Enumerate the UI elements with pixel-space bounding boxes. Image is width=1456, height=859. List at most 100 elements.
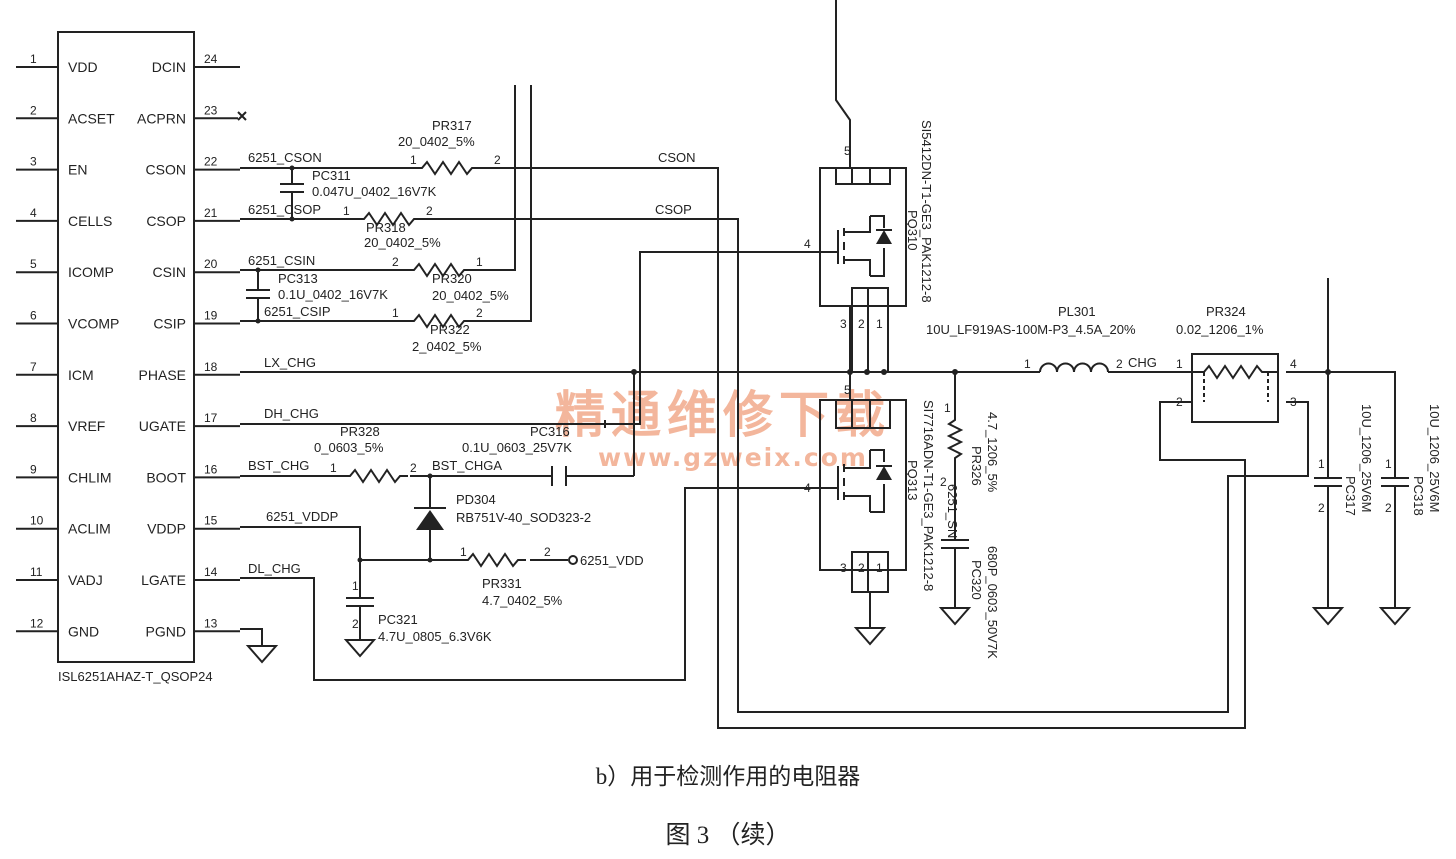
pr322-ref: PR322 xyxy=(430,322,470,337)
ic-pin-name: CSIN xyxy=(153,264,186,280)
output-capacitors: 12 12 PC317 10U_1206_25V6M PC318 10U_120… xyxy=(1314,278,1442,608)
lgate-net: DL_CHG xyxy=(240,487,820,681)
ic-pin-number: 15 xyxy=(204,514,218,528)
ic-pin-number: 13 xyxy=(204,616,218,630)
net-6251-csip: 6251_CSIP xyxy=(264,304,331,319)
svg-text:4: 4 xyxy=(804,481,811,495)
ic-pin-number: 16 xyxy=(204,462,218,476)
ic-pin-name: CSIP xyxy=(153,316,186,332)
svg-text:2: 2 xyxy=(426,204,433,218)
ic-pin-number: 4 xyxy=(30,206,37,220)
ic-pin-number: 1 xyxy=(30,52,37,66)
svg-text:2: 2 xyxy=(858,317,865,331)
ic-pin-number: 11 xyxy=(30,565,43,579)
ground-symbol xyxy=(853,627,887,646)
ic-isl6251: ISL6251AHAZ-T_QSOP24 xyxy=(57,31,213,684)
ic-pin-name: VDD xyxy=(68,59,98,75)
ic-pin-number: 12 xyxy=(30,616,44,630)
ic-pin-name: CSOP xyxy=(146,213,186,229)
pc313-ref: PC313 xyxy=(278,271,318,286)
svg-text:1: 1 xyxy=(392,306,399,320)
svg-text:1: 1 xyxy=(460,545,467,559)
svg-text:3: 3 xyxy=(840,561,847,575)
svg-text:2: 2 xyxy=(1318,501,1325,515)
svg-text:2: 2 xyxy=(1116,357,1123,371)
net-chg: CHG xyxy=(1128,355,1157,370)
ic-pin-name: ACSET xyxy=(68,110,115,126)
ic-pin-number: 24 xyxy=(204,52,218,66)
net-6251-vdd: 6251_VDD xyxy=(580,553,644,568)
svg-text:2: 2 xyxy=(352,617,359,631)
svg-text:3: 3 xyxy=(1290,395,1297,409)
svg-text:3: 3 xyxy=(840,317,847,331)
net-dl-chg: DL_CHG xyxy=(248,561,301,576)
ic-pin-name: VCOMP xyxy=(68,316,119,332)
ic-pin-name: UGATE xyxy=(139,418,186,434)
svg-text:1: 1 xyxy=(410,153,417,167)
ic-part-number: ISL6251AHAZ-T_QSOP24 xyxy=(58,669,213,684)
svg-text:2: 2 xyxy=(494,153,501,167)
svg-text:5: 5 xyxy=(844,383,851,397)
svg-text:2: 2 xyxy=(858,561,865,575)
pr324-ref: PR324 xyxy=(1206,304,1246,319)
svg-text:1: 1 xyxy=(876,317,883,331)
pr328-ref: PR328 xyxy=(340,424,380,439)
ic-pin-number: 17 xyxy=(204,411,218,425)
ic-pin-name: LGATE xyxy=(141,572,186,588)
net-bst-chg: BST_CHG xyxy=(248,458,309,473)
pl301-val: 10U_LF919AS-100M-P3_4.5A_20% xyxy=(926,322,1136,337)
pr331-ref: PR331 xyxy=(482,576,522,591)
ic-pin-name: CSON xyxy=(146,162,186,178)
svg-text:1: 1 xyxy=(944,401,951,415)
subfigure-caption: b）用于检测作用的电阻器 xyxy=(595,764,861,789)
pgnd-wire xyxy=(240,628,263,646)
net-6251-vddp: 6251_VDDP xyxy=(266,509,338,524)
svg-text:4: 4 xyxy=(804,237,811,251)
ic-pin-number: 2 xyxy=(30,103,37,117)
svg-text:1: 1 xyxy=(1318,457,1325,471)
svg-text:1: 1 xyxy=(352,579,359,593)
ic-pin-name: ICM xyxy=(68,367,94,383)
pr326-ref: PR326 xyxy=(969,446,984,486)
ic-pin-name: GND xyxy=(68,623,99,639)
ic-pin-name: CELLS xyxy=(68,213,112,229)
svg-text:2: 2 xyxy=(392,255,399,269)
svg-text:1: 1 xyxy=(876,561,883,575)
pc313-val: 0.1U_0402_16V7K xyxy=(278,287,388,302)
ic-pin-number: 3 xyxy=(30,155,37,169)
pc320-ref: PC320 xyxy=(969,560,984,600)
ic-pin-name: ICOMP xyxy=(68,264,114,280)
pq310-ref: PQ310 xyxy=(905,210,920,250)
ic-pin-name: ACPRN xyxy=(137,110,186,126)
ic-pin-number: 7 xyxy=(30,360,37,374)
svg-text:1: 1 xyxy=(476,255,483,269)
ic-pin-number: 18 xyxy=(204,360,218,374)
ic-pin-number: 23 xyxy=(204,103,218,117)
ic-pin-name: VDDP xyxy=(147,521,186,537)
ic-pin-number: 9 xyxy=(30,462,37,476)
pr326-val: 4.7_1206_5% xyxy=(985,412,1000,493)
net-6251-sn: 6251_SN xyxy=(945,484,960,538)
ic-pin-name: PHASE xyxy=(139,367,186,383)
pc311-val: 0.047U_0402_16V7K xyxy=(312,184,437,199)
svg-text:2: 2 xyxy=(1176,395,1183,409)
ic-pin-number: 10 xyxy=(30,514,44,528)
net-6251-csop: 6251_CSOP xyxy=(248,202,321,217)
svg-text:1: 1 xyxy=(1176,357,1183,371)
watermark-url: www.gzweix.com xyxy=(598,443,868,472)
net-dh-chg: DH_CHG xyxy=(264,406,319,421)
svg-text:1: 1 xyxy=(1385,457,1392,471)
ic-pin-number: 14 xyxy=(204,565,218,579)
ic-pin-number: 8 xyxy=(30,411,37,425)
snubber-network: 1 2 6251_SN PR326 4.7_1206_5% PC320 680P… xyxy=(940,372,1000,659)
net-cson: CSON xyxy=(658,150,696,165)
ground-symbol xyxy=(1311,607,1345,626)
ic-pin-name: CHLIM xyxy=(68,469,112,485)
net-csop: CSOP xyxy=(655,202,692,217)
pq313-ref: PQ313 xyxy=(905,460,920,500)
ic-pin-name: VREF xyxy=(68,418,105,434)
pc317-val: 10U_1206_25V6M xyxy=(1359,404,1374,512)
